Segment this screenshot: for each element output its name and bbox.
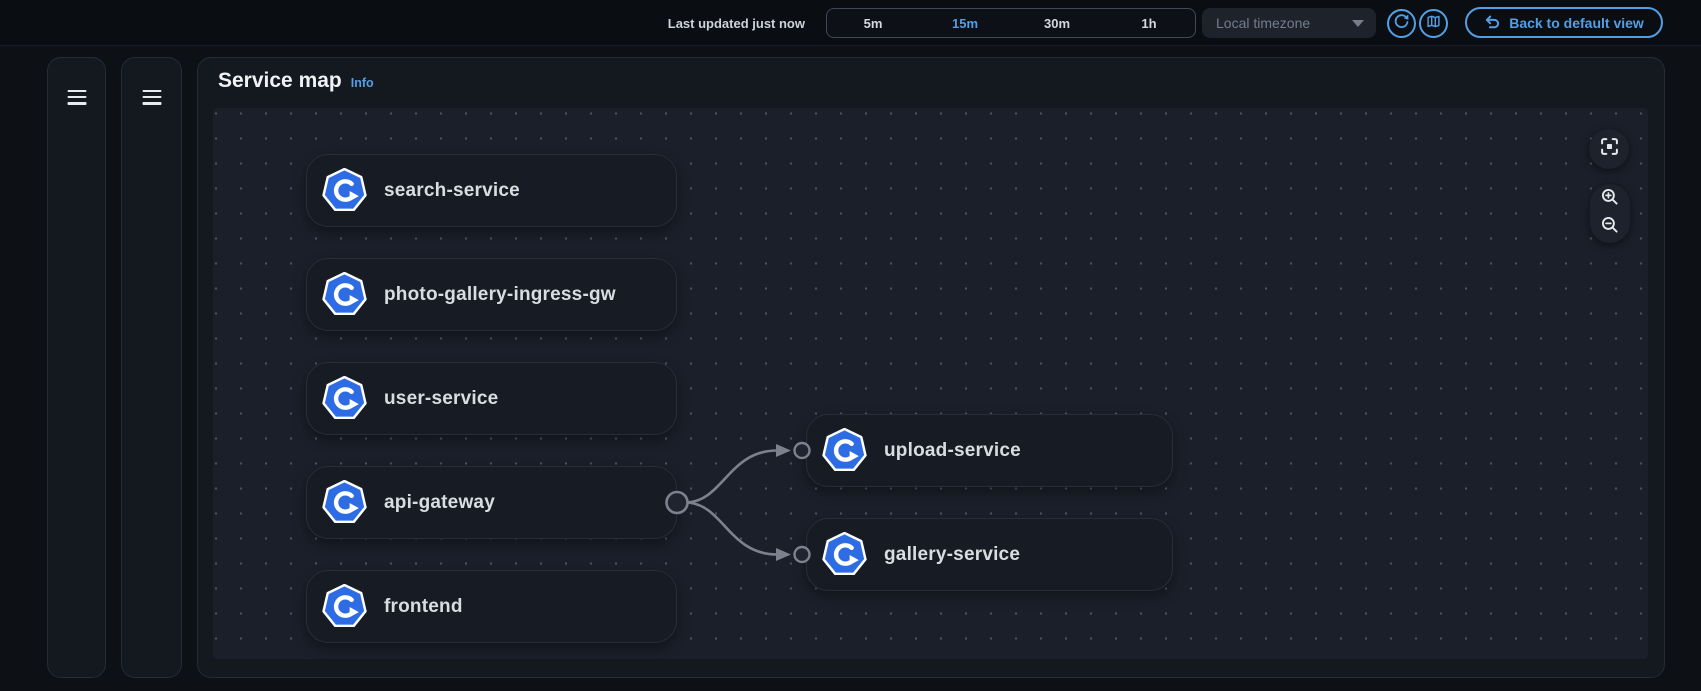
kubernetes-service-icon: [322, 584, 367, 628]
timezone-select[interactable]: Local timezone: [1202, 8, 1376, 38]
last-updated-status: Last updated just now: [667, 15, 805, 31]
node-label: api-gateway: [384, 491, 495, 513]
panel-header: Service map Info: [218, 69, 374, 99]
time-range-1h[interactable]: 1h: [1141, 15, 1157, 31]
edge-api-gateway-to-upload-service: [686, 441, 811, 504]
minimap-icon: [1426, 14, 1441, 34]
service-node-user-service[interactable]: user-service: [306, 362, 677, 435]
kubernetes-service-icon: [822, 532, 867, 576]
undo-arrow-icon: [1484, 13, 1501, 33]
zoom-out-icon: [1600, 215, 1620, 240]
node-label: frontend: [384, 595, 463, 617]
page-title: Service map: [218, 69, 342, 92]
edge-api-gateway-to-gallery-service: [686, 501, 811, 564]
arrowhead-icon: [776, 548, 791, 561]
time-range-15m[interactable]: 15m: [951, 15, 979, 31]
node-label: upload-service: [884, 439, 1021, 461]
zoom-in-icon: [1600, 187, 1620, 212]
time-range-segmented-control: 5m 15m 30m 1h: [826, 8, 1196, 38]
info-link[interactable]: Info: [350, 76, 374, 90]
zoom-controls: [1590, 184, 1630, 243]
collapsed-side-panel-2: [121, 57, 182, 678]
service-node-photo-gallery-ingress-gw[interactable]: photo-gallery-ingress-gw: [306, 258, 677, 331]
node-label: search-service: [384, 179, 520, 201]
fit-to-screen-icon: [1600, 137, 1619, 161]
minimap-button[interactable]: [1419, 9, 1448, 38]
arrowhead-icon: [776, 444, 791, 457]
global-toolbar: Last updated just now 5m 15m 30m 1h Loca…: [0, 0, 1701, 46]
kubernetes-service-icon: [322, 480, 367, 524]
back-to-default-view-button[interactable]: Back to default view: [1465, 7, 1663, 38]
zoom-out-button[interactable]: [1598, 215, 1622, 239]
refresh-button[interactable]: [1387, 9, 1416, 38]
refresh-icon: [1393, 13, 1410, 35]
service-node-search-service[interactable]: search-service: [306, 154, 677, 227]
node-label: gallery-service: [884, 543, 1021, 565]
back-button-label: Back to default view: [1509, 14, 1644, 31]
node-label: photo-gallery-ingress-gw: [384, 283, 616, 305]
kubernetes-service-icon: [822, 428, 867, 472]
zoom-in-button[interactable]: [1598, 188, 1622, 212]
kubernetes-service-icon: [322, 168, 367, 212]
fit-to-screen-button[interactable]: [1589, 129, 1629, 169]
menu-icon[interactable]: [67, 84, 86, 110]
service-node-api-gateway[interactable]: api-gateway: [306, 466, 677, 539]
caret-down-icon: [1352, 19, 1364, 27]
service-map-canvas[interactable]: search-service photo-gallery-ingress-gw …: [213, 108, 1648, 659]
service-node-upload-service[interactable]: upload-service: [806, 414, 1173, 487]
kubernetes-service-icon: [322, 376, 367, 420]
timezone-select-value: Local timezone: [1216, 15, 1311, 31]
menu-icon[interactable]: [142, 84, 161, 110]
time-range-5m[interactable]: 5m: [863, 15, 883, 31]
time-range-30m[interactable]: 30m: [1043, 15, 1071, 31]
service-node-frontend[interactable]: frontend: [306, 570, 677, 643]
kubernetes-service-icon: [322, 272, 367, 316]
node-label: user-service: [384, 387, 499, 409]
service-node-gallery-service[interactable]: gallery-service: [806, 518, 1173, 591]
service-map-panel: Service map Info search-service photo-ga…: [197, 57, 1665, 678]
collapsed-side-panel-1: [47, 57, 106, 678]
